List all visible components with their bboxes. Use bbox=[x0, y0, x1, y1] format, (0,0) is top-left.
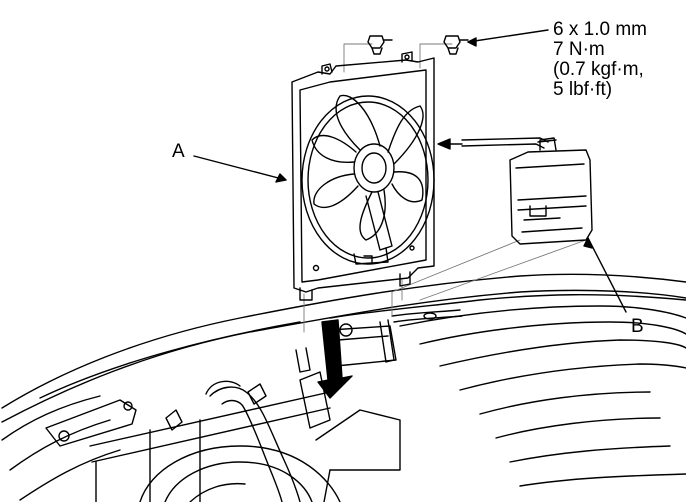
torque-nm-text: 7 N·m bbox=[553, 39, 605, 60]
torque-lbfft-text: 5 lbf·ft) bbox=[553, 79, 613, 100]
mounting-bolt-left bbox=[367, 35, 393, 55]
vehicle-front-structure bbox=[1, 273, 686, 502]
arrow-hose-to-shroud bbox=[437, 138, 463, 150]
mounting-bolt-right bbox=[443, 35, 469, 55]
torque-spec-text: 6 x 1.0 mm 7 N·m (0.7 kgf·m, 5 lbf·ft) bbox=[553, 20, 647, 100]
callout-leader-torque-spec bbox=[467, 29, 549, 47]
install-direction-arrow bbox=[317, 319, 353, 399]
callout-leader-b bbox=[583, 237, 627, 313]
torque-kgfm-text: (0.7 kgf·m, bbox=[553, 59, 644, 80]
coolant-reservoir bbox=[461, 137, 593, 245]
callout-label-a: A bbox=[172, 141, 185, 162]
callout-leader-a bbox=[193, 155, 287, 183]
callout-label-b: B bbox=[631, 316, 644, 337]
installation-guide-lines bbox=[303, 43, 587, 333]
bolt-size-text: 6 x 1.0 mm bbox=[553, 19, 647, 40]
fan-shroud-assembly bbox=[291, 51, 435, 301]
